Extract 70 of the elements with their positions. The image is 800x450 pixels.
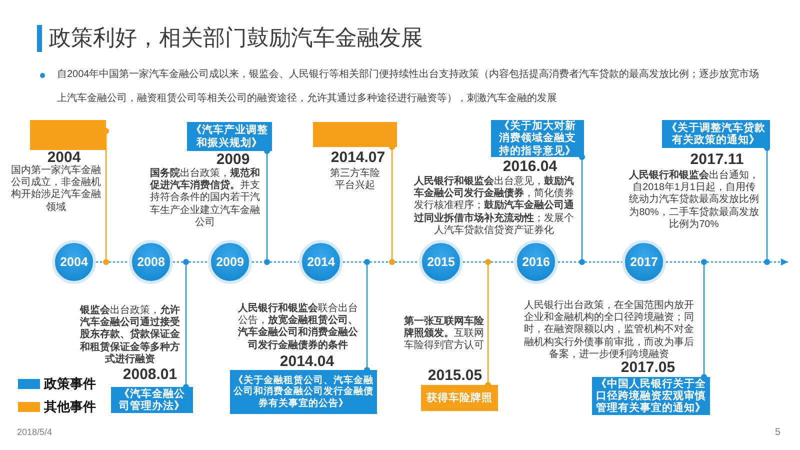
year-circle: 2016 <box>514 240 558 284</box>
event-banner <box>313 122 397 147</box>
event-banner <box>30 120 106 150</box>
timeline-axis <box>463 261 485 263</box>
footer-date: 2018/5/4 <box>17 427 52 438</box>
event-date: 2016.04 <box>502 159 558 175</box>
leader-line <box>485 265 491 388</box>
dot-icon <box>183 259 189 265</box>
timeline-axis <box>585 261 622 263</box>
intro-paragraph: 自2004年中国第一家汽车金融公司成以来，银监会、人民银行等相关部门便持续性出台支持政策（内容包括提高消费者汽车贷款的最高发放比例；逐步放宽市场上汽车金融公司，融资租赁公司等相关公司的融资途径，允许其通过多种途径进行融资等），刺激汽车金融的发展 <box>57 68 760 106</box>
event-description: 人民银行和银监会联合出台公告，放宽金融租赁公司、汽车金融公司和消费金融公司发行金融债券的条件 <box>236 303 359 352</box>
timeline-axis <box>96 261 103 263</box>
timeline-axis <box>370 261 389 263</box>
timeline-axis <box>491 261 514 263</box>
event-date: 2017.11 <box>690 152 744 168</box>
timeline-axis <box>109 261 129 263</box>
timeline-axis <box>173 261 183 263</box>
timeline-axis <box>707 261 764 263</box>
event-banner: 《中国人民银行关于全口径跨境融资宏观审慎管理有关事宜的通知》 <box>592 377 710 415</box>
event-description: 人民银行和银监会出台通知，自2018年1月1日起，自用传统动力汽车贷款最高发放比例为80%，二手车贷款最高发放比例为70% <box>628 170 760 232</box>
event-description: 银监会出台政策，允许汽车金融公司通过接受股东存款、贷款保证金和租赁保证金等多种方式进行融资 <box>78 305 181 366</box>
event-banner: 获得车险牌照 <box>421 385 498 411</box>
year-circle: 2008 <box>129 240 173 284</box>
year-circle: 2015 <box>419 240 463 284</box>
event-description: 人民银行出台政策，在全国范围内放开企业和金融机构的全口径跨境融资；同时，在融资限额以内，监管机构不对金融机构实行外债事前审批，而改为事后备案，进一步便利跨境融资 <box>523 300 695 362</box>
event-description: 第一张互联网车险牌照颁发。互联网车险得到官方认可 <box>404 316 484 353</box>
event-date: 2015.05 <box>428 368 482 384</box>
year-circle: 2017 <box>622 240 666 284</box>
event-date: 2014.04 <box>280 354 334 370</box>
event-banner: 《关于调整汽车贷款有关政策的通知》 <box>662 120 770 148</box>
dot-icon <box>485 259 491 265</box>
legend-label: 其他事件 <box>44 399 96 415</box>
leader-line <box>103 128 109 259</box>
leader-line <box>183 265 189 390</box>
dot-icon <box>579 259 585 265</box>
event-description: 第三方车险平台兴起 <box>329 168 381 192</box>
dot-icon <box>701 259 707 265</box>
event-description: 国内第一家汽车金融公司成立，非金融机构开始涉足汽车金融领域 <box>10 165 102 214</box>
event-banner: 《汽车产业调整和振兴规划》 <box>187 122 272 151</box>
timeline-axis <box>270 261 299 263</box>
dot-icon <box>103 259 109 265</box>
dot-icon <box>389 259 395 265</box>
dot-icon <box>364 259 370 265</box>
timeline-axis <box>395 261 419 263</box>
event-date: 2009 <box>216 152 250 168</box>
leader-line <box>701 265 707 380</box>
slide-title: 政策利好，相关部门鼓励汽车金融发展 <box>49 24 423 52</box>
leader-line <box>364 265 370 373</box>
event-description: 人民银行和银监会出台意见，鼓励汽车金融公司发行金融债券，简化债券发行核准程序；鼓励汽车金融公司通过同业拆借市场补充流动性；发展个人汽车贷款信贷资产证券化 <box>412 176 575 238</box>
event-date: 2004 <box>47 150 81 166</box>
event-date: 2014.07 <box>330 150 386 166</box>
legend-label: 政策事件 <box>44 376 96 392</box>
timeline-axis <box>770 258 788 266</box>
event-banner: 《关于加大对新消费领域金融支持的指导意见》 <box>491 120 584 157</box>
timeline-axis <box>252 261 264 263</box>
event-description: 国务院出台政策，规范和促进汽车消费信贷。并支持符合条件的国内若干汽车生产企业建立汽车金融公司 <box>148 168 261 230</box>
page-number: 5 <box>775 427 781 438</box>
event-banner: 《关于金融租赁公司、汽车金融公司和消费金融公司发行金融债券有关事宜的公告》 <box>230 370 377 414</box>
event-banner: 《汽车金融公司管理办法》 <box>111 387 193 413</box>
event-date: 2017.05 <box>620 360 676 376</box>
timeline-axis <box>343 261 364 263</box>
timeline-axis <box>666 261 701 263</box>
timeline-axis <box>558 261 579 263</box>
year-circle: 2009 <box>208 240 252 284</box>
timeline-axis <box>189 261 208 263</box>
dot-icon <box>264 259 270 265</box>
event-date: 2008.01 <box>122 367 178 383</box>
dot-icon <box>764 259 770 265</box>
year-circle: 2014 <box>299 240 343 284</box>
year-circle: 2004 <box>52 240 96 284</box>
